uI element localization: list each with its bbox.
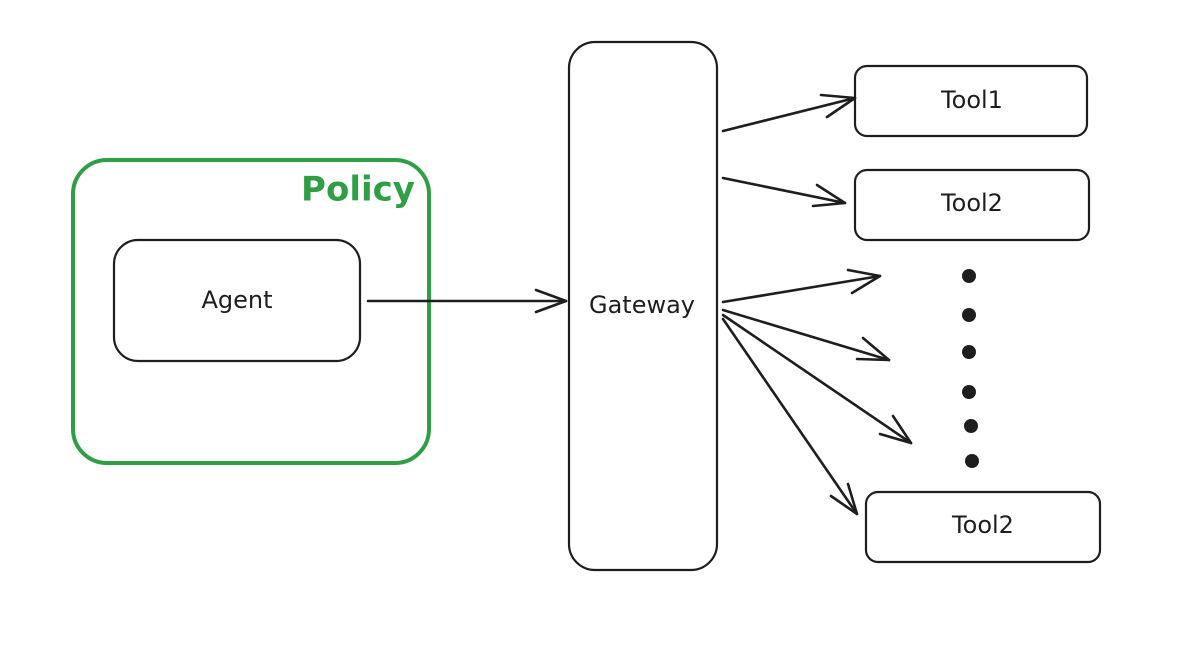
- tool-node-3[interactable]: Tool2: [864, 490, 1102, 564]
- ellipsis-dot: [962, 269, 976, 283]
- tool-node-2[interactable]: Tool2: [853, 168, 1091, 242]
- ellipsis-dot: [962, 385, 976, 399]
- agent-node[interactable]: Agent: [112, 238, 362, 363]
- arrow-agent-to-gateway: [366, 288, 568, 314]
- gateway-box: [567, 40, 719, 572]
- arrow-gateway-to-tool-2: [721, 176, 847, 208]
- ellipsis-dot: [964, 419, 978, 433]
- arrow-gateway-to-tool-1: [721, 93, 857, 133]
- policy-group: Policy: [71, 158, 431, 465]
- tool-label-2: Tool2: [940, 189, 1003, 217]
- tool-label-3: Tool2: [951, 511, 1014, 539]
- arrow-gateway-to-more-tools-1: [721, 268, 882, 304]
- policy-container: [71, 158, 431, 465]
- ellipsis-dot: [962, 308, 976, 322]
- arrow-gateway-to-more-tools-2: [721, 308, 891, 362]
- tool-label-1: Tool1: [940, 86, 1003, 114]
- tool-box-3: [864, 490, 1102, 564]
- agent-label: Agent: [201, 286, 272, 314]
- gateway-label: Gateway: [589, 291, 695, 319]
- ellipsis-dot: [962, 345, 976, 359]
- tool-box-1: [853, 64, 1089, 138]
- more-tools-ellipsis: [962, 269, 979, 468]
- tool-box-2: [853, 168, 1091, 242]
- arrow-gateway-to-tool-3: [721, 317, 859, 516]
- gateway-node[interactable]: Gateway: [567, 40, 719, 572]
- agent-box: [112, 238, 362, 363]
- ellipsis-dot: [965, 454, 979, 468]
- arrow-gateway-to-more-tools-3: [721, 313, 913, 445]
- tool-node-1[interactable]: Tool1: [853, 64, 1089, 138]
- policy-label: Policy: [301, 170, 415, 210]
